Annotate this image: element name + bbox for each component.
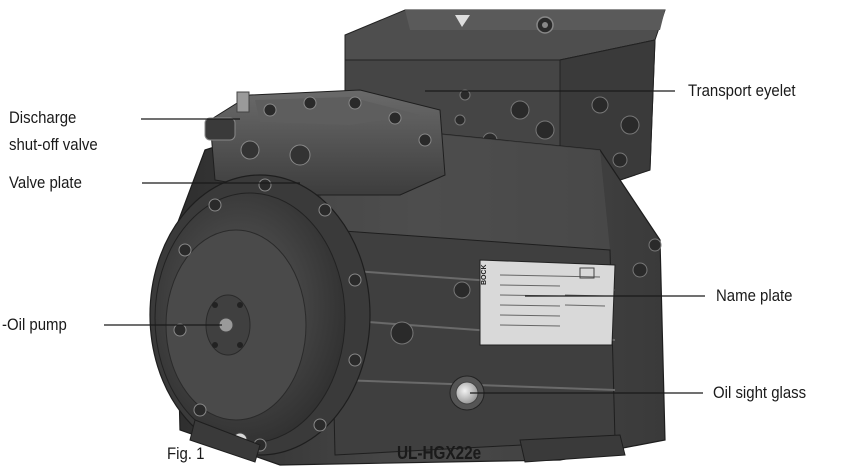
label-transport-eyelet: Transport eyelet: [688, 81, 796, 100]
figure-caption: Fig. 1: [167, 444, 205, 463]
model-designation: UL-HGX22e: [397, 443, 482, 463]
label-oil-sight-glass: Oil sight glass: [713, 383, 807, 402]
name-plate-brand: BOCK: [481, 264, 488, 285]
label-discharge-line2: shut-off valve: [9, 135, 98, 154]
label-name-plate: Name plate: [716, 286, 793, 305]
name-plate: BOCK: [479, 259, 616, 346]
mounting-feet: [189, 419, 626, 463]
cylinder-head: [204, 89, 446, 196]
label-oil-pump: -Oil pump: [2, 315, 67, 334]
label-discharge-line1: Discharge: [9, 108, 77, 127]
leader-lines: [104, 90, 705, 394]
motor-end-cover: [149, 174, 371, 456]
label-valve-plate: Valve plate: [9, 173, 82, 192]
